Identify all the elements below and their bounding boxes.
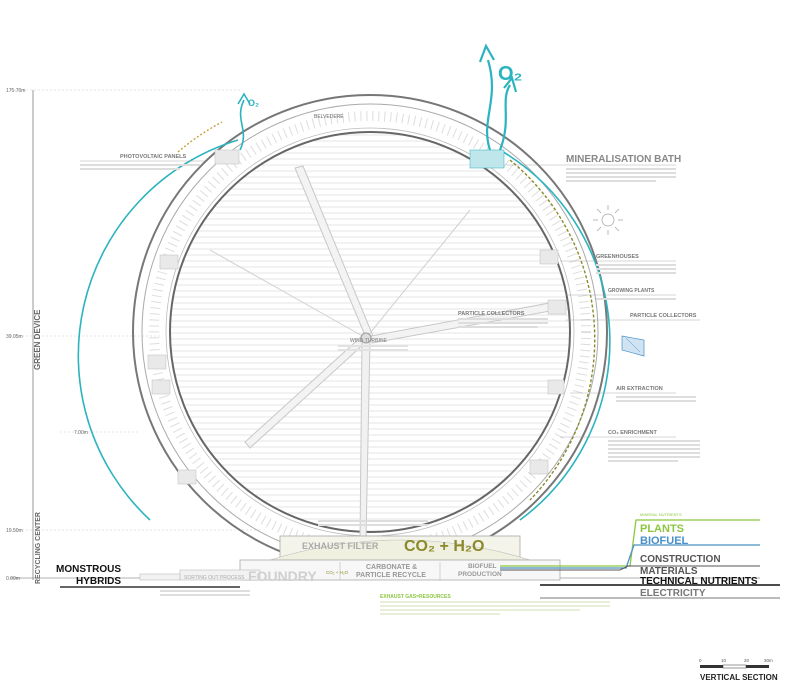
growing-plants-label: GROWING PLANTS [608, 288, 655, 294]
greenhouses-label: GREENHOUSES [596, 254, 639, 260]
output-plants: PLANTS [640, 523, 684, 535]
scale-tick-20: 20 [744, 658, 750, 663]
photovoltaic-label: PHOTOVOLTAIC PANELS [120, 154, 187, 160]
output-construction: CONSTRUCTION [640, 554, 721, 565]
biofuel-line [500, 544, 760, 569]
ring-modules [147, 149, 567, 485]
plants-line [500, 519, 760, 567]
belvedere-label: BELVEDERE [314, 114, 344, 120]
scale-tick-30: 30m [764, 658, 773, 663]
exhaust-filter-label: EXHAUST FILTER [302, 541, 379, 551]
construction-line [500, 565, 760, 571]
output-technical-nutrients: TECHNICAL NUTRIENTS [640, 576, 758, 587]
particle-collectors-right-label: PARTICLE COLLECTORS [630, 313, 697, 319]
level-low2: 10.50m [6, 528, 23, 534]
level-mid: 39.05m [6, 334, 23, 340]
o2-arrow-small [237, 92, 251, 151]
co2-h2o-small-label: CO₂ + H₂O [326, 570, 349, 575]
biofuel-production-label-2: PRODUCTION [458, 571, 502, 578]
output-materials: MATERIALS [640, 566, 698, 577]
recycling-center-label: RECYCLING CENTER [35, 512, 42, 584]
co2-h2o-label: CO₂ + H₂O [404, 538, 484, 555]
co2-enrichment-label: CO₂ ENRICHMENT [608, 430, 658, 436]
carbonate-label-1: CARBONATE & [366, 564, 417, 571]
o2-large-label: O₂ [498, 63, 522, 85]
o2-arrow-large [478, 43, 518, 151]
scale-bar [700, 664, 769, 669]
output-electricity: ELECTRICITY [640, 588, 706, 599]
mineral-nutrients-label: MINERAL NUTRIENTS [640, 512, 682, 517]
level-ground: 0.00m [6, 576, 20, 582]
foundry-label: FOUNDRY [248, 568, 317, 584]
vertical-section-title: VERTICAL SECTION [700, 673, 778, 682]
monstrous-label-2: HYBRIDS [76, 576, 121, 587]
air-extraction-label: AIR EXTRACTION [616, 386, 663, 392]
mineralisation-label: MINERALISATION BATH [566, 154, 681, 165]
pv-flow [177, 121, 223, 153]
level-low1: 7.00m [74, 430, 88, 436]
wind-turbine [209, 165, 557, 541]
o2-small-label: O₂ [248, 98, 259, 108]
particle-collectors-center-label: PARTICLE COLLECTORS [458, 311, 525, 317]
biofuel-production-label-1: BIOFUEL [468, 563, 497, 570]
monstrous-label-1: MONSTROUS [56, 564, 121, 575]
output-biofuel: BIOFUEL [640, 535, 689, 547]
wind-turbine-label: WIND TURBINE [350, 338, 388, 344]
level-top: 175.70m [6, 88, 25, 94]
sun-icon [593, 205, 623, 235]
carbonate-label-2: PARTICLE RECYCLE [356, 572, 426, 579]
particle-collector-icon [621, 335, 645, 357]
scale-tick-0: 0 [699, 658, 702, 663]
co2-flow-right [509, 159, 596, 501]
oxygen-flow-left [77, 139, 239, 521]
recycling-center-base [139, 535, 561, 581]
green-device-label: GREEN DEVICE [33, 309, 42, 370]
sorting-label: SORTING OUT PROCESS [184, 575, 245, 581]
oxygen-flow-right [499, 149, 611, 521]
exhaust-gas-label: EXHAUST GAS=RESOURCES [380, 594, 451, 600]
scale-tick-10: 10 [721, 658, 727, 663]
